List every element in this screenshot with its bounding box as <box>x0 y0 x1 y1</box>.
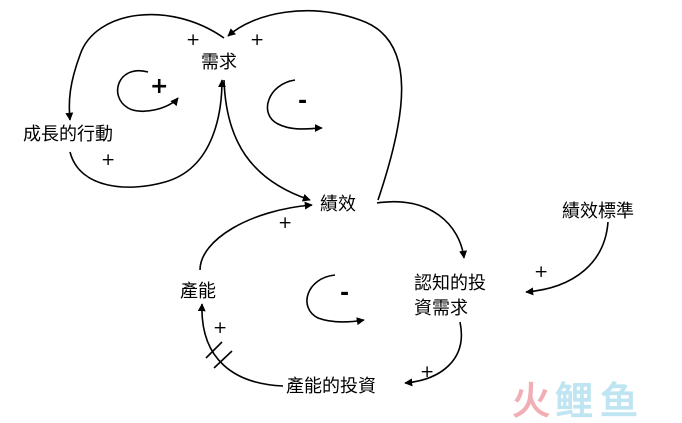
sign-growth-to-demand: + <box>101 150 115 170</box>
node-perceived-investment-need-line1: 認知的投 <box>414 273 486 294</box>
loop-arrow-balancing-bottom <box>306 274 365 326</box>
node-demand: 需求 <box>201 52 237 73</box>
loop-sign-reinforcing: + <box>150 74 168 99</box>
link-demand-to-performance <box>223 79 311 202</box>
delay-mark-2 <box>213 350 233 369</box>
link-performance-to-perceived <box>376 200 468 259</box>
link-growth-to-demand <box>69 79 226 188</box>
sign-performance-to-demand: + <box>250 30 264 50</box>
link-perceived-to-investment <box>404 321 463 387</box>
loop-arrow-balancing-top <box>266 79 323 133</box>
watermark-char-3: 鱼 <box>600 379 638 423</box>
watermark-logo: 火 鲤 鱼 <box>512 379 638 423</box>
node-capacity: 產能 <box>180 281 216 302</box>
link-demand-to-growth <box>65 13 225 121</box>
sign-perceived-to-investment: + <box>420 362 434 382</box>
sign-capacity-to-performance: + <box>278 213 292 233</box>
node-capacity-investment: 產能的投資 <box>286 376 376 397</box>
link-standard-to-perceived <box>525 221 609 296</box>
sign-standard-to-perceived: + <box>534 262 548 282</box>
loop-arrow-reinforcing <box>116 69 179 113</box>
watermark-char-2: 鲤 <box>555 379 593 423</box>
node-performance-standard: 績效標準 <box>562 201 634 222</box>
node-perceived-investment-need-line2: 資需求 <box>414 298 468 319</box>
link-performance-to-demand <box>227 10 403 201</box>
node-growth-action: 成長的行動 <box>23 124 113 145</box>
sign-investment-to-capacity: + <box>213 318 227 338</box>
sign-demand-to-growth: + <box>186 30 200 50</box>
loop-sign-balancing-top: - <box>298 89 307 114</box>
watermark-char-1: 火 <box>512 379 550 423</box>
link-investment-to-capacity <box>197 303 284 387</box>
delay-mark-1 <box>205 341 223 359</box>
node-performance: 績效 <box>320 194 356 215</box>
link-capacity-to-performance <box>199 201 313 271</box>
loop-sign-balancing-bottom: - <box>340 281 349 306</box>
